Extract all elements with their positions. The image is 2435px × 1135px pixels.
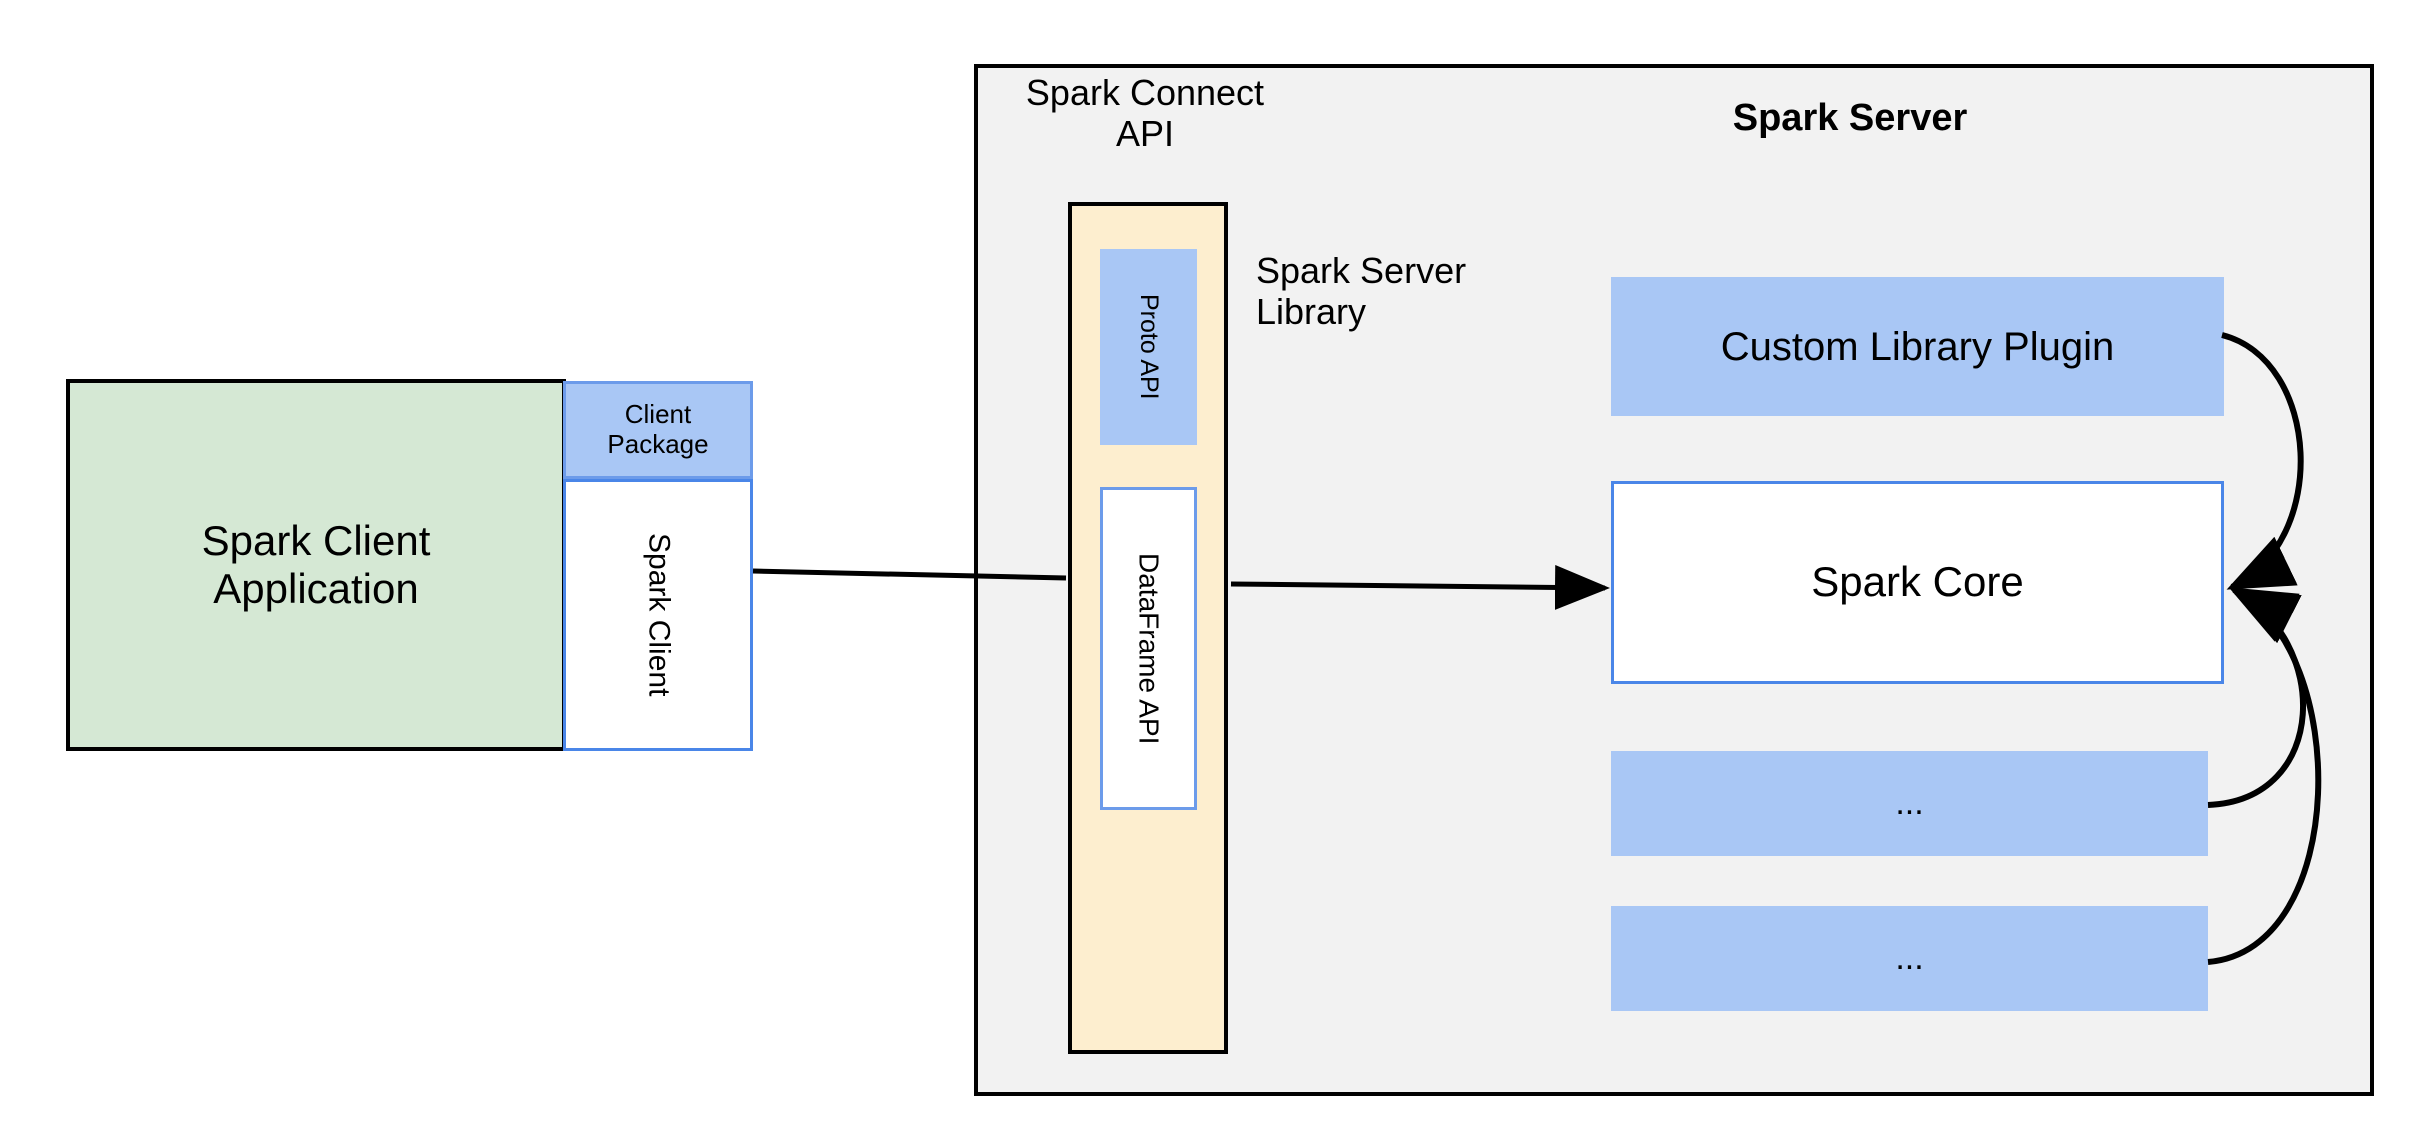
dataframe-api-box: DataFrame API [1100,487,1197,810]
spark-connect-api-label-line1: Spark Connect [1025,71,1265,113]
client-package-line1: Client [624,399,692,430]
spark-client-application-line2: Application [213,565,419,612]
custom-library-plugin-label: Custom Library Plugin [1720,324,2115,369]
spark-connect-api-label-line2: API [1115,113,1175,154]
server-component-ellipsis-2: ... [1611,906,2208,1011]
proto-api-label: Proto API [1134,294,1163,400]
custom-library-plugin-box: Custom Library Plugin [1611,277,2224,416]
spark-client-box: Spark Client [563,479,753,751]
spark-server-library-label-line1: Spark Server [1256,249,1467,291]
server-component-ellipsis-1: ... [1611,751,2208,856]
server-component-ellipsis-2-label: ... [1895,938,1924,977]
spark-connect-api-label: Spark Connect API [1000,68,1290,158]
dataframe-api-label: DataFrame API [1133,552,1165,745]
client-package-line2: Package [607,429,709,459]
spark-server-title: Spark Server [1732,97,1968,140]
spark-client-label: Spark Client [642,533,676,697]
proto-api-box: Proto API [1100,249,1197,445]
spark-server-library-label: Spark Server Library [1256,246,1556,336]
server-component-ellipsis-1-label: ... [1895,783,1924,822]
spark-server-library-label-line2: Library [1256,291,1367,332]
spark-core-label: Spark Core [1811,558,2024,606]
spark-client-application-box: Spark Client Application [66,379,566,751]
spark-client-application-line1: Spark Client [201,516,431,564]
client-package-box: Client Package [563,381,753,479]
spark-core-box: Spark Core [1611,481,2224,684]
